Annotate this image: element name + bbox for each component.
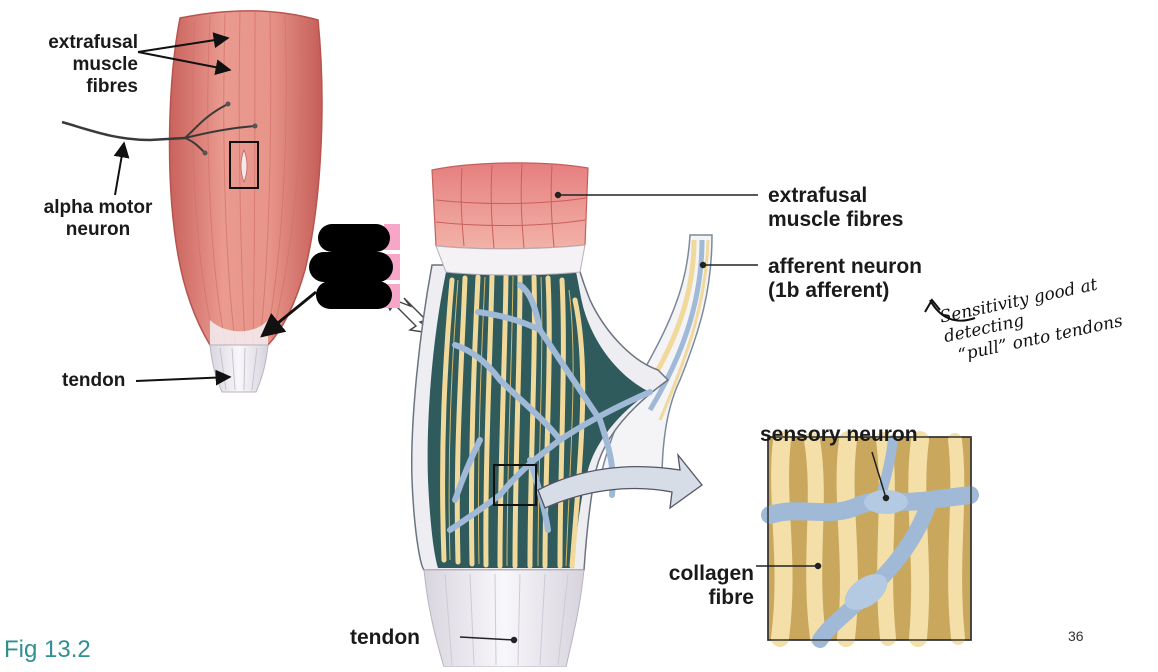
label-afferent-neuron: afferent neuron (1b afferent) <box>768 255 923 303</box>
muscle-cap <box>431 162 589 250</box>
inset-detail <box>761 431 979 648</box>
muscle-striations <box>192 11 302 343</box>
handwritten-arrow <box>929 299 976 322</box>
arrow-extrafusal-2 <box>137 51 232 76</box>
label-collagen-fibre: collagen fibre <box>668 562 754 610</box>
arrow-to-junction <box>260 290 317 338</box>
redaction-block-3 <box>316 281 392 309</box>
label-left-tendon: tendon <box>62 370 126 391</box>
muscle-tendon-junction <box>210 320 268 345</box>
label-bottom-tendon: tendon <box>350 626 420 649</box>
label-right-extrafusal: extrafusal muscle fibres <box>768 184 904 232</box>
figure-caption: Fig 13.2 <box>4 636 91 663</box>
redaction-block-2 <box>309 252 393 282</box>
label-alpha-motor-neuron: alpha motor neuron <box>43 197 153 240</box>
redaction-block-1 <box>318 224 390 252</box>
detail-arrow <box>537 452 703 510</box>
leader-lines <box>459 191 890 644</box>
sensory-neuron-endings <box>447 282 653 533</box>
left-muscle <box>61 10 323 393</box>
page-number: 36 <box>1068 628 1084 644</box>
detail-box <box>493 464 537 506</box>
arrow-tendon-left <box>135 369 232 386</box>
arrow-extrafusal-1 <box>137 32 230 53</box>
cap-tendon-band <box>435 244 586 276</box>
label-left-extrafusal: extrafusal muscle fibres <box>48 32 138 97</box>
label-sensory-neuron: sensory neuron <box>760 423 918 446</box>
left-tendon-shape <box>209 344 269 393</box>
spindle-highlight-box <box>229 141 259 189</box>
alpha-motor-neuron-axon <box>61 120 186 142</box>
arrow-alpha-motor <box>113 141 130 196</box>
magnified-tendon-organ <box>411 162 713 668</box>
